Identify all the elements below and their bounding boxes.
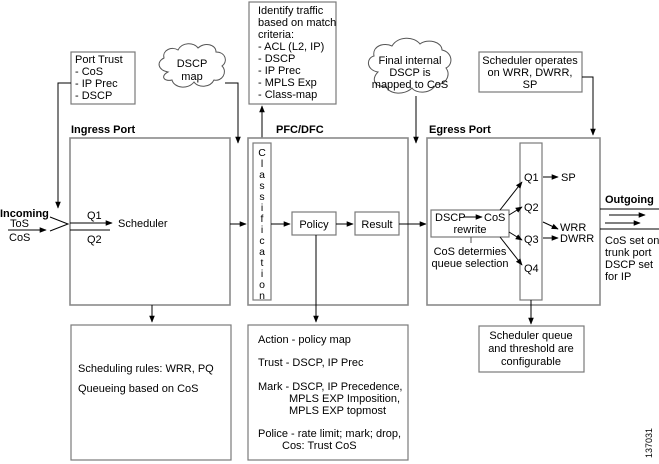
egress-config-line: Scheduler queue — [489, 330, 572, 342]
final-dscp-text: DSCP is — [389, 67, 431, 79]
classification-block — [252, 142, 272, 301]
pfc-action-line: Trust - DSCP, IP Prec — [258, 357, 364, 369]
classification-letter: a — [259, 246, 265, 258]
cos-determines-note: CoS determies — [434, 246, 507, 258]
dscp-map-cloud: DSCP map — [158, 43, 226, 88]
classification-letter: C — [258, 147, 266, 159]
port-trust-connector — [55, 82, 71, 209]
egress-q1-label: Q1 — [524, 172, 539, 184]
criteria-line: - DSCP — [258, 53, 295, 65]
port-trust-item: - CoS — [75, 66, 103, 78]
policy-label: Policy — [299, 219, 329, 231]
port-trust-title: Port Trust — [75, 54, 123, 66]
classification-letter: s — [259, 191, 264, 203]
rewrite-label: rewrite — [453, 224, 486, 236]
rewrite-to-q2-arrow — [508, 206, 523, 216]
egress-q3-label: Q3 — [524, 234, 539, 246]
rewrite-to-q4-arrow — [499, 236, 523, 266]
sp-label: SP — [561, 172, 576, 184]
classification-letter: t — [261, 257, 264, 269]
dwrr-label: DWRR — [560, 233, 594, 245]
outgoing-note: DSCP set — [605, 259, 653, 271]
rewrite-to-q1-arrow — [499, 181, 523, 211]
criteria-line: - Class-map — [258, 89, 317, 101]
criteria-line: criteria: — [258, 29, 294, 41]
ingress-q1-label: Q1 — [87, 210, 102, 222]
egress-port-title: Egress Port — [429, 124, 491, 136]
figure-id: 137031 — [644, 428, 654, 458]
port-trust-box: Port Trust - CoS - IP Prec - DSCP — [70, 51, 136, 105]
ingress-port-title: Ingress Port — [71, 124, 136, 136]
pfc-action-line: Action - policy map — [258, 334, 351, 346]
criteria-line: - IP Prec — [258, 65, 301, 77]
result-label: Result — [361, 219, 392, 231]
ingress-scheduler-label: Scheduler — [118, 218, 168, 230]
ingress-q2-label: Q2 — [87, 234, 102, 246]
outgoing-note: CoS set on — [605, 235, 659, 247]
criteria-line: based on match — [258, 17, 336, 29]
egress-config-line: configurable — [501, 356, 561, 368]
q2-to-wrr-arrow — [542, 221, 559, 230]
pfc-action-line: MPLS EXP topmost — [289, 405, 386, 417]
scheduler-note-line: on WRR, DWRR, — [488, 67, 573, 79]
queue-column — [519, 142, 543, 301]
criteria-line: - ACL (L2, IP) — [258, 41, 324, 53]
classification-letter: o — [259, 279, 265, 291]
pfc-action-line: MPLS EXP Imposition, — [289, 393, 400, 405]
criteria-line: Identify traffic — [258, 5, 324, 17]
ingress-rules-box: Scheduling rules: WRR, PQ Queueing based… — [70, 324, 232, 461]
incoming-label: Incoming — [0, 208, 49, 220]
cos-determines-note: queue selection — [431, 258, 508, 270]
dscp-map-text: map — [181, 71, 202, 83]
rewrite-cos-label: CoS — [484, 212, 505, 224]
ingress-port-box — [69, 137, 231, 306]
outgoing-note: for IP — [605, 271, 631, 283]
pfc-action-line: Cos: Trust CoS — [282, 440, 357, 452]
scheduler-operates-box: Scheduler operates on WRR, DWRR, SP — [478, 51, 583, 93]
classification-letter: f — [261, 213, 264, 225]
classification-letter: i — [261, 224, 263, 236]
classification-letters: C l a s s i f i c a t i o n — [258, 147, 266, 302]
pfc-action-line: Police - rate limit; mark; drop, — [258, 428, 401, 440]
rewrite-dscp-label: DSCP — [435, 212, 466, 224]
final-dscp-text: Final internal — [379, 55, 442, 67]
criteria-line: - MPLS Exp — [258, 77, 317, 89]
classification-letter: a — [259, 169, 265, 181]
ingress-rule-line: Queueing based on CoS — [78, 383, 198, 395]
port-trust-item: - IP Prec — [75, 78, 118, 90]
final-dscp-cloud: Final internal DSCP is mapped to CoS — [368, 37, 452, 94]
egress-q4-label: Q4 — [524, 263, 539, 275]
pfc-dfc-title: PFC/DFC — [276, 124, 324, 136]
egress-config-line: and threshold are — [488, 343, 574, 355]
cos-label: CoS — [9, 232, 30, 244]
ingress-rule-line: Scheduling rules: WRR, PQ — [78, 363, 214, 375]
egress-q2-label: Q2 — [524, 202, 539, 214]
classification-letter: c — [259, 235, 264, 247]
dscp-map-connector — [225, 82, 241, 144]
scheduler-note-line: SP — [523, 79, 538, 91]
classification-criteria-box: Identify traffic based on match criteria… — [248, 1, 337, 105]
wrr-label: WRR — [560, 222, 586, 234]
pfc-actions-box: Action - policy map Trust - DSCP, IP Pre… — [247, 324, 409, 461]
classification-letter: n — [259, 290, 265, 302]
classification-letter: s — [259, 180, 264, 192]
scheduler-note-connector — [582, 76, 596, 136]
incoming-funnel — [49, 216, 70, 232]
rewrite-to-q3-arrow — [508, 231, 523, 241]
scheduler-note-line: Scheduler operates — [482, 55, 578, 67]
tos-label: ToS — [10, 218, 29, 230]
outgoing-note: trunk port — [605, 247, 651, 259]
port-trust-item: - DSCP — [75, 90, 112, 102]
egress-config-box: Scheduler queue and threshold are config… — [478, 325, 585, 373]
outgoing-label: Outgoing — [605, 194, 654, 206]
rewrite-block — [430, 209, 510, 238]
dscp-map-text: DSCP — [177, 58, 208, 70]
final-dscp-text: mapped to CoS — [372, 79, 448, 91]
classification-letter: l — [261, 158, 263, 170]
classification-letter: i — [261, 202, 263, 214]
classification-letter: i — [261, 268, 263, 280]
pfc-action-line: Mark - DSCP, IP Precedence, — [258, 381, 403, 393]
